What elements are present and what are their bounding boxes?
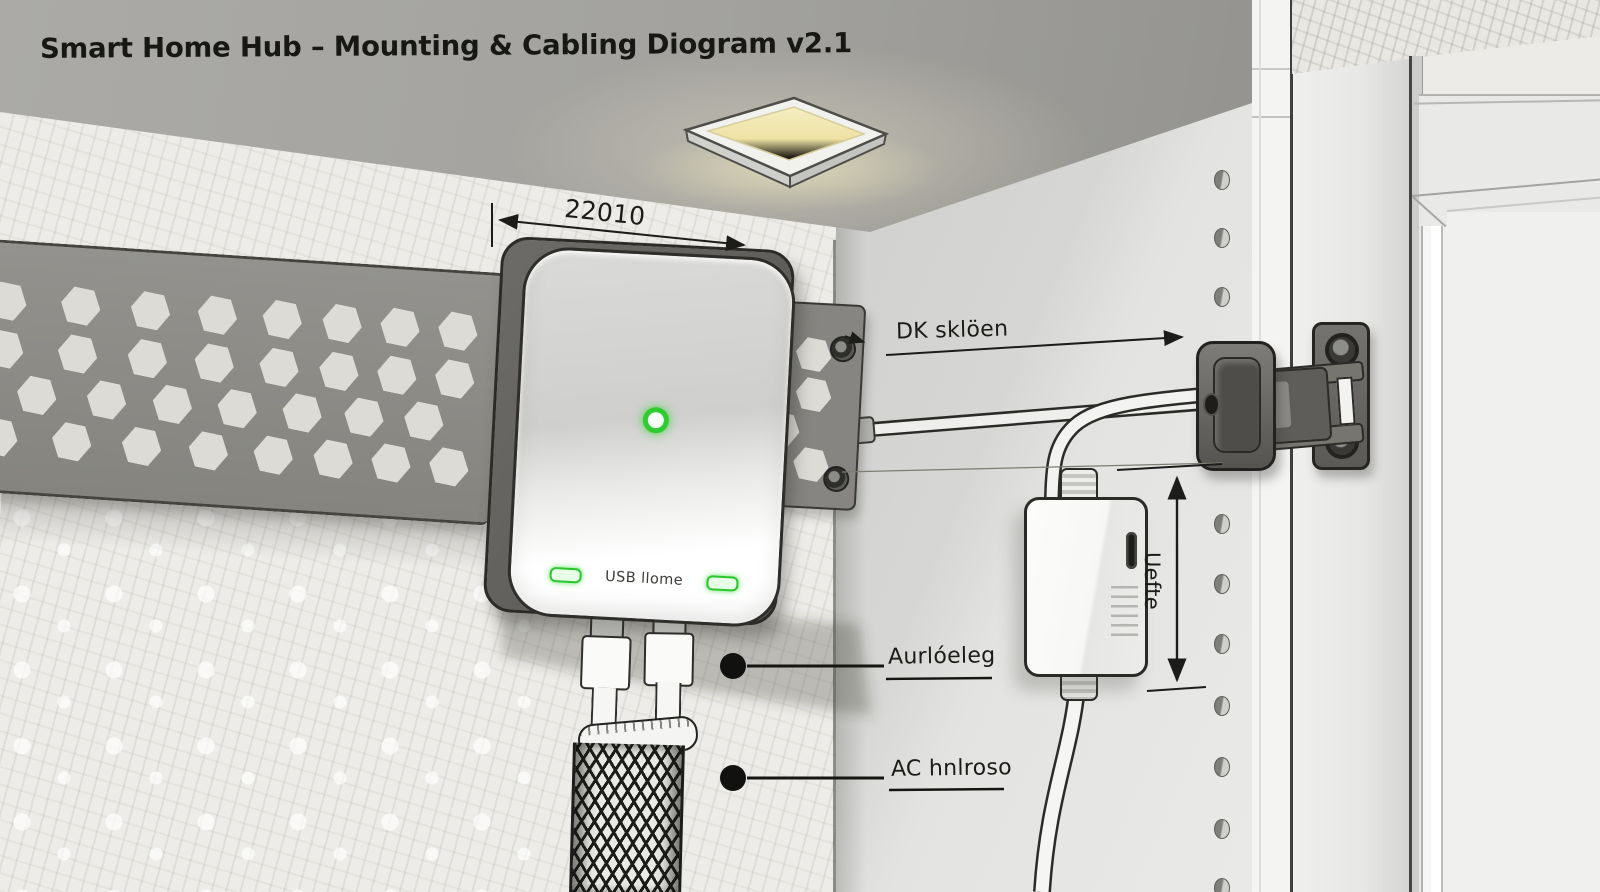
hex-hole xyxy=(191,341,238,384)
hex-hole xyxy=(0,327,27,370)
usb-plug-body xyxy=(643,631,695,687)
hex-hole xyxy=(319,302,366,345)
edge-line xyxy=(1252,68,1290,70)
ac-power-label: AC hnlroso xyxy=(890,755,1013,782)
mount-arm-label: DK sklöen xyxy=(895,316,1009,345)
hex-hole xyxy=(431,357,478,400)
hex-hole xyxy=(149,383,196,426)
braided-cable-sleeve xyxy=(569,742,685,892)
shelf-pin-hole xyxy=(1214,634,1230,654)
wall-speckle-texture xyxy=(0,492,560,892)
power-adapter xyxy=(1024,497,1148,677)
hinge-slot xyxy=(1336,376,1356,426)
hex-hole xyxy=(124,337,171,380)
hinge-cup-recess xyxy=(1213,357,1261,453)
hinge-cup xyxy=(1196,341,1276,471)
hex-hole xyxy=(127,289,174,332)
shelf-pin-hole xyxy=(1214,228,1230,248)
shelf-pin-hole xyxy=(1214,287,1230,307)
shelf-pin-hole xyxy=(1214,696,1230,716)
usb-plug-body xyxy=(579,634,632,691)
hex-hole xyxy=(401,399,448,442)
hex-hole xyxy=(426,445,473,488)
hex-hole xyxy=(118,425,165,468)
shelf-pin-hole xyxy=(1214,878,1230,892)
hex-hole xyxy=(793,335,834,373)
status-led-icon xyxy=(642,406,670,434)
hex-hole xyxy=(0,415,21,458)
smart-home-hub: USB llome xyxy=(505,245,798,629)
hex-hole xyxy=(259,298,306,341)
hinge-cup-hole xyxy=(1203,393,1220,416)
hex-hole xyxy=(341,395,388,438)
shelf-pin-hole xyxy=(1214,757,1230,777)
shelf-pin-hole xyxy=(1214,170,1230,190)
hex-hole xyxy=(13,374,60,417)
hex-hole xyxy=(368,441,415,484)
hex-hole xyxy=(377,306,424,349)
hex-hole xyxy=(214,387,261,430)
hub-ports-label: USB llome xyxy=(604,568,684,589)
hex-hole xyxy=(54,332,101,375)
port-led-icon xyxy=(548,566,582,583)
hex-hole xyxy=(316,350,363,393)
diagram-title: Smart Home Hub – Mounting & Cabling Diog… xyxy=(39,27,853,65)
door-panel-bevel xyxy=(1421,226,1447,892)
hex-hole xyxy=(279,391,326,434)
adapter-height-label: Uefte xyxy=(1140,552,1164,610)
hex-hole xyxy=(83,378,130,421)
hex-hole xyxy=(256,346,303,389)
shelf-pin-hole xyxy=(1214,574,1230,594)
vent-slots xyxy=(1111,586,1138,642)
shelf-pin-hole xyxy=(1214,514,1230,534)
hex-hole xyxy=(310,437,357,480)
hex-hole xyxy=(793,376,834,414)
perforated-bracket xyxy=(0,239,504,526)
wall-corner-line xyxy=(833,240,836,892)
hex-hole xyxy=(194,294,241,337)
port-led-icon xyxy=(706,574,740,592)
door-recessed-panel xyxy=(1447,212,1600,892)
hex-hole xyxy=(374,354,421,397)
hex-hole xyxy=(57,284,104,327)
hex-hole xyxy=(185,429,232,472)
usb-c-port-icon xyxy=(1126,532,1137,569)
screw-icon xyxy=(829,335,857,363)
hex-hole xyxy=(435,309,482,352)
usb-cable-label: Aurlóeleg xyxy=(887,643,996,670)
hex-hole xyxy=(0,280,30,323)
hub-port-row: USB llome xyxy=(510,564,777,594)
edge-line xyxy=(1252,116,1290,118)
hex-hole xyxy=(250,434,297,477)
shelf-pin-hole xyxy=(1214,819,1230,839)
hex-hole xyxy=(48,420,95,463)
